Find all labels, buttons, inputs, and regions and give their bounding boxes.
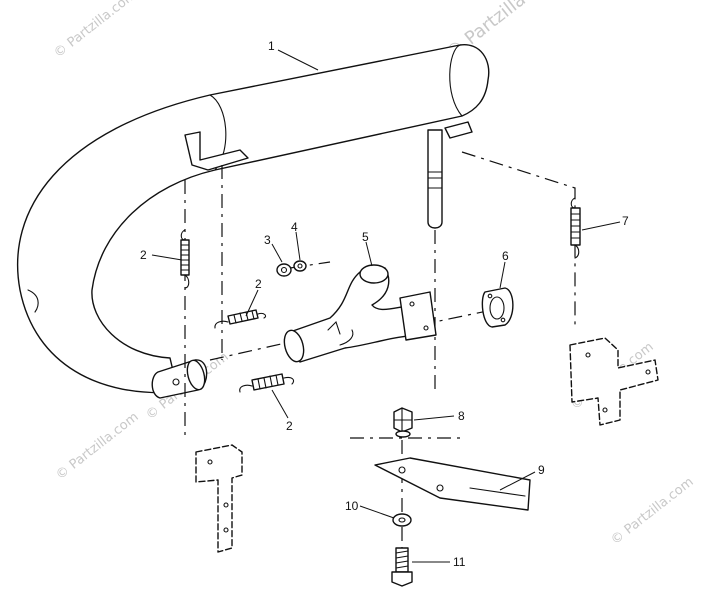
callout-2-bottom: 2 [286, 419, 293, 433]
callout-10: 10 [345, 499, 359, 513]
spring-middle [214, 309, 267, 329]
mount-bracket-left [195, 444, 243, 553]
leader-6 [499, 261, 506, 289]
leader-7 [581, 221, 621, 231]
watermark-bottom-right: © Partzilla.com [608, 475, 696, 549]
callout-3: 3 [264, 233, 271, 247]
callout-2-top: 2 [140, 248, 147, 262]
heat-shield-plate [374, 457, 531, 511]
leader-10 [359, 505, 395, 519]
exhaust-y-pipe [283, 264, 437, 363]
muffler-hanger-left [184, 131, 249, 171]
spring-lower [239, 373, 295, 393]
callout-2-mid: 2 [255, 277, 262, 291]
callout-7: 7 [622, 214, 629, 228]
leader-2-top [151, 254, 183, 261]
muffler-hanger-right [444, 121, 473, 139]
tailpipe [427, 129, 443, 229]
watermark-bottom-left: © Partzilla.com [53, 410, 141, 484]
leader-4 [295, 231, 301, 261]
nut-small [276, 263, 292, 277]
watermark-top-left: © Partzilla.com [51, 0, 139, 61]
washer-small [293, 260, 307, 272]
hex-nut [393, 407, 413, 438]
callout-4: 4 [291, 220, 298, 234]
leader-1 [277, 49, 319, 71]
leader-2-mid [245, 289, 259, 317]
callout-9: 9 [538, 463, 545, 477]
lock-washer [392, 513, 412, 527]
leader-5 [365, 241, 373, 267]
leader-8 [413, 415, 455, 421]
muffler-assembly [16, 44, 490, 399]
callout-5: 5 [362, 230, 369, 244]
leader-9 [499, 471, 536, 491]
gasket [481, 287, 514, 328]
spring-vertical-left [180, 229, 190, 289]
callout-8: 8 [458, 409, 465, 423]
leader-3 [271, 243, 283, 263]
mount-bracket-right [569, 337, 659, 426]
callout-6: 6 [502, 249, 509, 263]
bolt [391, 547, 413, 587]
centerline-coupling [209, 341, 291, 361]
callout-1: 1 [268, 39, 275, 53]
callout-11: 11 [453, 555, 466, 569]
leader-2-bottom [271, 389, 289, 419]
centerline-right-hanger [461, 151, 576, 330]
spring-right [570, 197, 581, 259]
